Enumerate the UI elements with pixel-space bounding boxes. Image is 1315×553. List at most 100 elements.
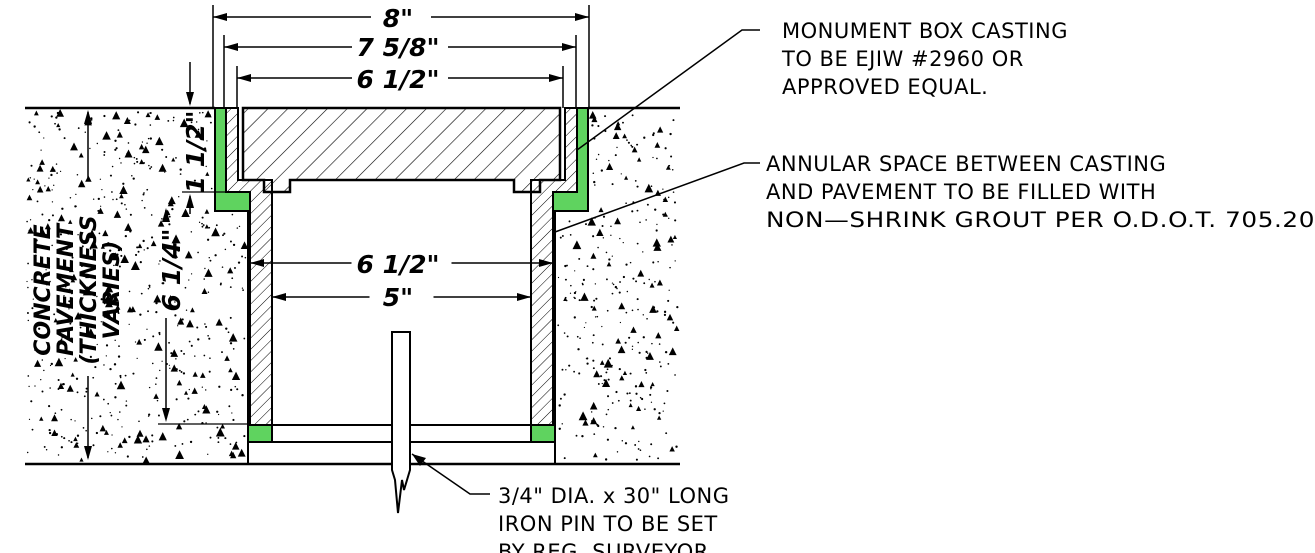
- aggregate-dot: [190, 344, 193, 347]
- aggregate-dot: [129, 230, 132, 233]
- aggregate-dot: [60, 446, 63, 449]
- aggregate-dot: [158, 331, 161, 335]
- aggregate-dot: [206, 238, 210, 241]
- aggregate-dot: [177, 325, 179, 327]
- aggregate-mark: [70, 142, 78, 151]
- aggregate-dot: [96, 142, 99, 145]
- aggregate-dot: [118, 345, 120, 347]
- aggregate-dot: [649, 386, 653, 389]
- aggregate-dot: [568, 220, 571, 223]
- aggregate-dot: [597, 124, 600, 128]
- aggregate-dot: [45, 269, 47, 271]
- aggregate-mark: [202, 405, 211, 414]
- aggregate-dot: [624, 442, 628, 445]
- aggregate-dot: [622, 121, 624, 124]
- dimension-arrowhead: [549, 74, 563, 82]
- pin-leader-arrowhead: [412, 454, 426, 466]
- aggregate-dot: [76, 445, 79, 447]
- aggregate-dot: [115, 147, 118, 150]
- aggregate-mark: [171, 234, 181, 244]
- aggregate-dot: [111, 165, 114, 168]
- aggregate-dot: [637, 448, 640, 450]
- dim-6-1-2-inner: 6 1/2": [356, 250, 439, 279]
- aggregate-dot: [203, 147, 207, 150]
- aggregate-dot: [636, 185, 639, 188]
- aggregate-dot: [203, 354, 206, 357]
- aggregate-dot: [83, 275, 85, 277]
- aggregate-mark: [39, 159, 45, 165]
- aggregate-dot: [597, 383, 600, 385]
- aggregate-dot: [563, 393, 566, 396]
- aggregate-mark: [606, 162, 614, 171]
- aggregate-mark: [653, 242, 662, 251]
- aggregate-dot: [76, 174, 79, 176]
- aggregate-dot: [236, 388, 239, 391]
- aggregate-mark: [215, 427, 225, 437]
- aggregate-dot: [68, 308, 70, 310]
- aggregate-dot: [594, 184, 596, 186]
- aggregate-dot: [645, 356, 648, 359]
- aggregate-dot: [194, 355, 196, 357]
- aggregate-dot: [645, 350, 648, 353]
- aggregate-dot: [228, 405, 231, 408]
- aggregate-mark: [211, 227, 220, 237]
- aggregate-dot: [147, 310, 149, 313]
- aggregate-mark: [582, 419, 589, 426]
- aggregate-dot: [92, 444, 95, 447]
- aggregate-mark: [68, 219, 73, 224]
- dim-5: 5": [383, 283, 413, 312]
- aggregate-dot: [89, 355, 92, 358]
- aggregate-mark: [79, 457, 84, 462]
- aggregate-dot: [642, 314, 644, 316]
- aggregate-dot: [28, 418, 31, 421]
- aggregate-dot: [31, 279, 33, 281]
- aggregate-dot: [639, 449, 642, 452]
- aggregate-mark: [652, 238, 661, 247]
- aggregate-mark: [644, 183, 654, 193]
- aggregate-dot: [650, 388, 652, 390]
- aggregate-mark: [153, 393, 159, 399]
- aggregate-mark: [591, 305, 597, 311]
- aggregate-dot: [620, 173, 622, 175]
- aggregate-dot: [141, 199, 143, 202]
- aggregate-dot: [197, 128, 200, 131]
- aggregate-dot: [204, 267, 206, 270]
- aggregate-dot: [60, 435, 63, 438]
- aggregate-mark: [70, 277, 76, 283]
- aggregate-dot: [645, 219, 647, 221]
- aggregate-dot: [585, 358, 588, 360]
- aggregate-dot: [35, 239, 38, 242]
- aggregate-mark: [230, 451, 237, 459]
- aggregate-dot: [671, 244, 673, 246]
- aggregate-mark: [603, 358, 613, 368]
- aggregate-dot: [89, 248, 92, 250]
- aggregate-dot: [575, 434, 578, 437]
- aggregate-dot: [209, 436, 212, 439]
- aggregate-dot: [50, 115, 53, 118]
- aggregate-mark: [179, 118, 189, 128]
- aggregate-dot: [103, 151, 106, 153]
- aggregate-dot: [190, 273, 193, 275]
- aggregate-dot: [197, 410, 200, 413]
- aggregate-mark: [662, 196, 669, 203]
- aggregate-dot: [614, 154, 617, 157]
- aggregate-mark: [630, 326, 637, 333]
- aggregate-dot: [204, 389, 207, 391]
- aggregate-dot: [185, 309, 188, 311]
- aggregate-dot: [603, 379, 606, 382]
- aggregate-dot: [70, 441, 73, 444]
- aggregate-dot: [659, 365, 662, 368]
- aggregate-dot: [646, 203, 649, 206]
- aggregate-dot: [57, 454, 60, 456]
- aggregate-dot: [657, 457, 660, 460]
- aggregate-mark: [44, 223, 51, 230]
- dim-6-1-4: 6 1/4": [157, 228, 186, 311]
- aggregate-dot: [43, 369, 45, 372]
- aggregate-dot: [573, 291, 577, 295]
- aggregate-mark: [70, 273, 78, 281]
- aggregate-dot: [663, 310, 667, 314]
- aggregate-dot: [608, 357, 612, 360]
- aggregate-mark: [77, 179, 86, 188]
- aggregate-dot: [75, 377, 79, 380]
- aggregate-mark: [103, 429, 109, 435]
